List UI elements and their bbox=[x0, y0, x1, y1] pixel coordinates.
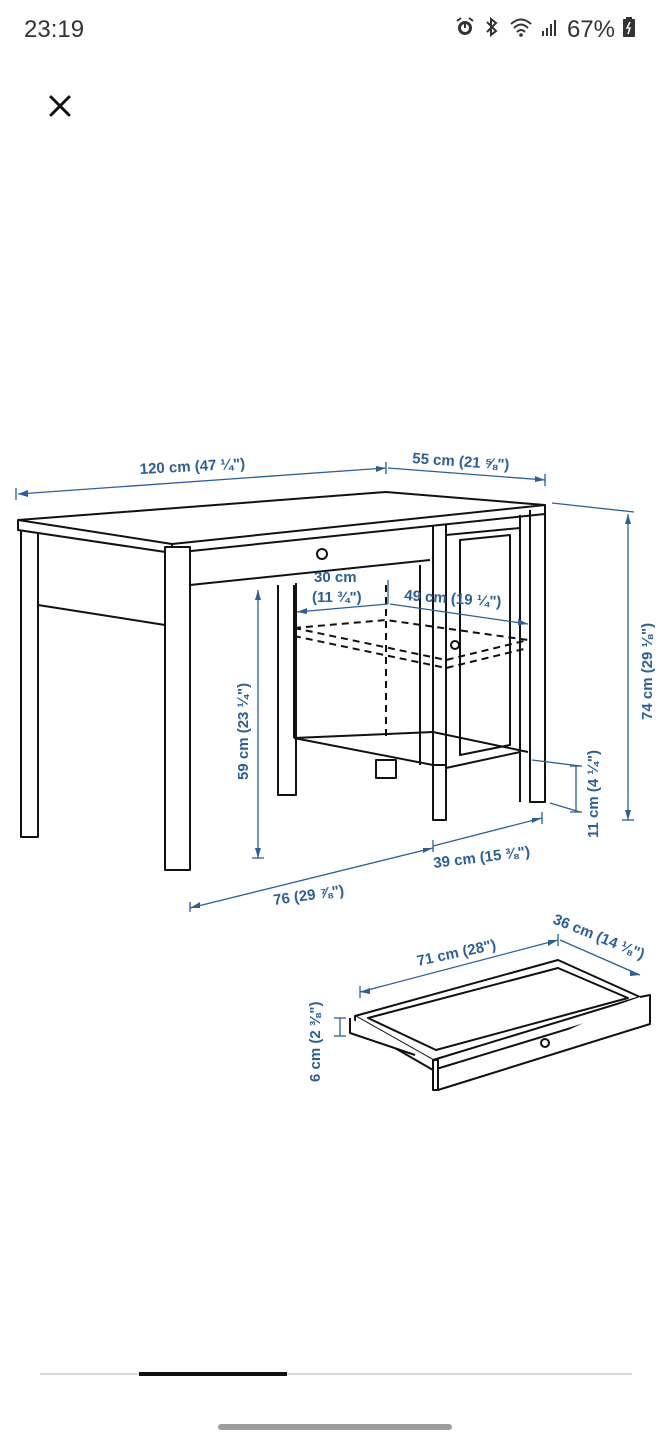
dim-floor-clearance-label: 11 cm (4 ¼") bbox=[585, 750, 602, 838]
alarm-icon bbox=[455, 17, 475, 43]
product-dimension-diagram: 120 cm (47 ¼") 55 cm (21 ⅝") 74 cm (29 ⅛… bbox=[0, 440, 671, 1120]
close-icon bbox=[49, 95, 71, 117]
dim-drawer-height-label: 6 cm (2 ⅜") bbox=[307, 1002, 324, 1082]
dim-drawer-depth-label: 36 cm (14 ⅛") bbox=[551, 911, 647, 963]
bluetooth-icon bbox=[483, 16, 501, 43]
desk-drawing: 120 cm (47 ¼") 55 cm (21 ⅝") 74 cm (29 ⅛… bbox=[15, 450, 656, 1091]
battery-icon bbox=[623, 17, 635, 43]
dim-shelf-height-label: 30 cm bbox=[314, 569, 357, 586]
status-icons: 67% bbox=[455, 16, 635, 44]
status-time: 23:19 bbox=[24, 16, 85, 43]
image-pager-thumb bbox=[139, 1372, 287, 1376]
dim-leg-span-label: 76 (29 ⅞") bbox=[272, 882, 345, 909]
dim-height-label: 74 cm (29 ⅛") bbox=[639, 623, 656, 720]
dim-cabinet-depth-label: 39 cm (15 ⅜") bbox=[432, 843, 531, 872]
dim-depth-label: 55 cm (21 ⅝") bbox=[412, 450, 510, 474]
home-gesture-bar[interactable] bbox=[218, 1424, 452, 1430]
signal-icon bbox=[541, 17, 559, 43]
dim-shelf-height-in-label: (11 ¾") bbox=[312, 589, 362, 606]
wifi-icon bbox=[509, 17, 533, 43]
battery-percent: 67% bbox=[566, 16, 615, 43]
dim-shelf-width-label: 49 cm (19 ¼") bbox=[404, 587, 502, 611]
dim-width-label: 120 cm (47 ¼") bbox=[139, 455, 245, 477]
dim-drawer-width-label: 71 cm (28") bbox=[415, 937, 497, 970]
close-button[interactable] bbox=[42, 88, 78, 124]
dim-knee-height-label: 59 cm (23 ¼") bbox=[235, 683, 252, 780]
image-pager-track bbox=[40, 1373, 632, 1375]
status-bar: 23:19 67% bbox=[0, 0, 671, 60]
